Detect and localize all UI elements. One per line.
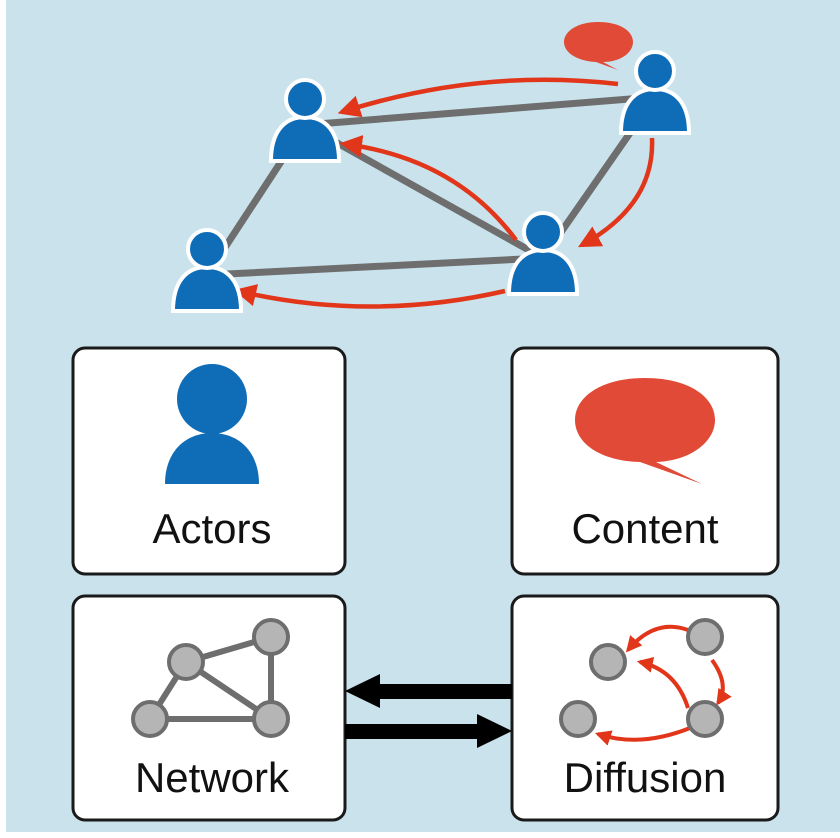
speech-bubble-icon (564, 22, 633, 70)
social-network-illustration (171, 22, 691, 313)
actors-card: Actors (71, 346, 347, 576)
network-label: Network (135, 754, 290, 801)
speech-bubble-icon (575, 378, 715, 484)
arrow-c-to-d (233, 284, 506, 309)
content-label: Content (571, 505, 718, 552)
arrow-c-to-a (339, 135, 518, 242)
diffusion-arrows (233, 77, 655, 309)
arrow-left-icon (345, 674, 512, 708)
diagram-stage: Actors Content Network (6, 0, 840, 832)
content-card: Content (510, 346, 780, 576)
person-icon (165, 364, 259, 484)
network-edges (203, 93, 659, 279)
edge-d-c (203, 254, 547, 279)
network-diffusion-arrows (345, 674, 512, 748)
network-graph-icon (131, 618, 290, 738)
diffusion-graph-icon (559, 618, 732, 746)
actors-label: Actors (152, 505, 271, 552)
diffusion-label: Diffusion (564, 754, 727, 801)
edge-a-c (301, 121, 547, 262)
arrow-b-to-c (578, 137, 655, 248)
edge-a-b (301, 93, 659, 129)
arrow-b-to-a (337, 77, 619, 118)
network-card: Network (71, 594, 347, 822)
diffusion-card: Diffusion (510, 594, 780, 822)
arrow-right-icon (345, 714, 512, 748)
actor-icon-2 (619, 50, 691, 135)
